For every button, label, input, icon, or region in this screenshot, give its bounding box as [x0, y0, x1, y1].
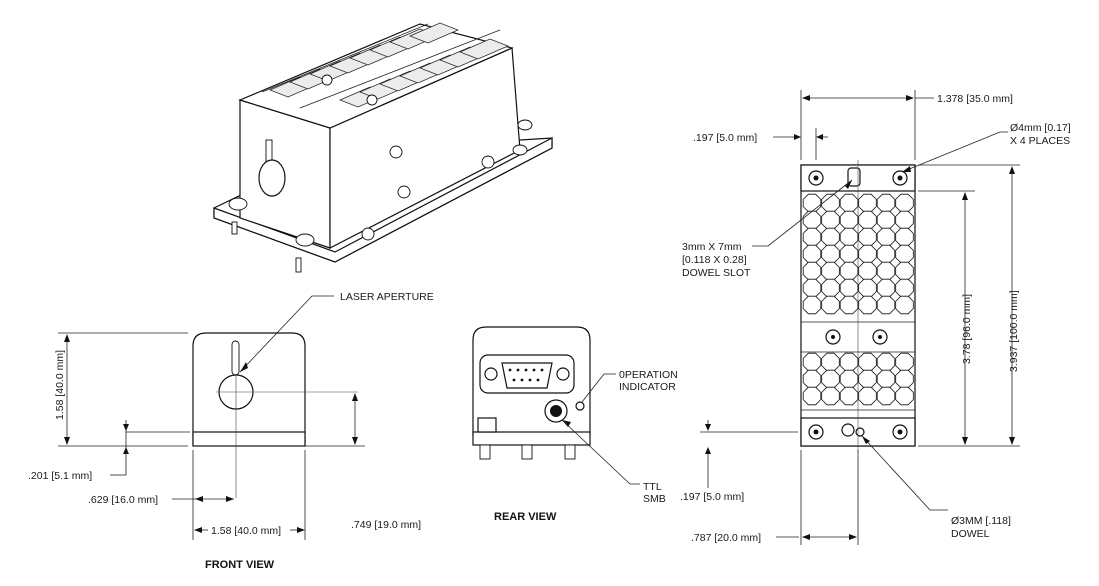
front-view [58, 295, 365, 540]
heatsink-cell [895, 227, 914, 247]
heatsink-cell [821, 386, 840, 406]
heatsink-cell [858, 295, 877, 315]
heatsink-cell [876, 295, 896, 315]
heatsink-cell [802, 261, 822, 281]
dowel-slot-label-1: 3mm X 7mm [682, 241, 742, 253]
heatsink-cell [802, 295, 822, 315]
heatsink-cell [895, 352, 914, 372]
iso-top-face [238, 23, 514, 129]
heatsink-cell [839, 210, 859, 230]
ttl-label-1: TTL [643, 481, 662, 493]
side-view [700, 90, 1020, 545]
heatsink-cell [802, 193, 822, 213]
heatsink-cell [839, 193, 859, 213]
heatsink-cell [858, 261, 877, 281]
dim-front-height: 1.58 [40.0 mm] [54, 350, 66, 420]
rear-base [472, 431, 591, 446]
heatsink-cell [839, 369, 859, 389]
iso-aperture-circle [258, 159, 286, 197]
heatsink-cell [802, 386, 822, 406]
heatsink-cell [839, 386, 859, 406]
dim-side-width: 1.378 [35.0 mm] [937, 93, 1013, 105]
heatsink-cell [858, 227, 877, 247]
heatsink-cell [858, 210, 877, 230]
heatsink-cell [876, 386, 896, 406]
dowel-label-2: DOWEL [951, 528, 990, 540]
heatsink-cell [895, 193, 914, 213]
heatsink-cell [876, 244, 896, 264]
heatsink-cell [821, 295, 840, 315]
heatsink-cell [821, 210, 840, 230]
heatsink-cell [858, 369, 877, 389]
heatsink-cell [895, 278, 914, 298]
dim-front-aperture-x: .629 [16.0 mm] [88, 494, 158, 506]
iso-screws [228, 74, 533, 247]
heatsink-cell [839, 244, 859, 264]
iso-heatsink-fins [269, 22, 509, 108]
dim-side-offset-bottom: .197 [5.0 mm] [680, 491, 744, 503]
front-base [192, 431, 306, 447]
heatsink-cell [821, 261, 840, 281]
heatsink-cell [839, 227, 859, 247]
heatsink-cell [821, 369, 840, 389]
heatsink-cell [895, 295, 914, 315]
rear-operation-indicator-led [575, 401, 585, 411]
heatsink-cell [895, 261, 914, 281]
heatsink-cell [839, 352, 859, 372]
heatsink-cell [802, 227, 822, 247]
front-view-label: FRONT VIEW [205, 559, 275, 571]
heatsink-cell [802, 244, 822, 264]
heatsink-cell [876, 369, 896, 389]
heatsink-cell [895, 386, 914, 406]
front-aperture-slot [231, 340, 240, 376]
heatsink-cell [839, 261, 859, 281]
dowel-slot-label-3: DOWEL SLOT [682, 267, 751, 279]
heatsink-cell [895, 369, 914, 389]
heatsink-cell [802, 352, 822, 372]
heatsink-cell [839, 278, 859, 298]
heatsink-cell [876, 227, 896, 247]
heatsink-cell [802, 210, 822, 230]
heatsink-cell [876, 193, 896, 213]
dim-front-base: .201 [5.1 mm] [28, 470, 92, 482]
heatsink-cell [821, 244, 840, 264]
hole-label-1: Ø4mm [0.17] [1010, 122, 1071, 134]
heatsink-cell [858, 352, 877, 372]
dim-side-height-inner: 3.78 [96.0 mm] [961, 294, 973, 364]
heatsink-cell [858, 278, 877, 298]
rear-view [472, 326, 640, 485]
heatsink-cell [876, 278, 896, 298]
heatsink-cell [802, 369, 822, 389]
dowel-slot-label-2: [0.118 X 0.28] [682, 254, 747, 266]
heatsink-cell [839, 295, 859, 315]
heatsink-cell [895, 210, 914, 230]
heatsink-cell [858, 244, 877, 264]
operation-indicator-label-2: INDICATOR [619, 381, 676, 393]
heatsink-cell [876, 352, 896, 372]
heatsink-cell [802, 278, 822, 298]
heatsink-cell [895, 244, 914, 264]
dim-front-width: 1.58 [40.0 mm] [211, 525, 281, 537]
hole-label-2: X 4 PLACES [1010, 135, 1070, 147]
dim-front-aperture-y: .749 [19.0 mm] [351, 519, 421, 531]
heatsink-cell [858, 386, 877, 406]
heatsink-cell [821, 278, 840, 298]
dim-side-offset-top: .197 [5.0 mm] [693, 132, 757, 144]
heatsink-cell [876, 261, 896, 281]
dim-side-height-total: 3.937 [100.0 mm] [1008, 290, 1020, 372]
laser-aperture-label: LASER APERTURE [340, 291, 434, 303]
ttl-label-2: SMB [643, 493, 666, 505]
heatsink-cell [821, 352, 840, 372]
operation-indicator-label-1: 0PERATION [619, 369, 678, 381]
dowel-label-1: Ø3MM [.118] [951, 515, 1011, 527]
heatsink-cell [876, 210, 896, 230]
dim-side-base-width: .787 [20.0 mm] [691, 532, 761, 544]
rear-view-label: REAR VIEW [494, 511, 557, 523]
side-heatsink-pattern [802, 193, 914, 406]
heatsink-cell [858, 193, 877, 213]
heatsink-cell [821, 227, 840, 247]
isometric-view [213, 22, 553, 273]
